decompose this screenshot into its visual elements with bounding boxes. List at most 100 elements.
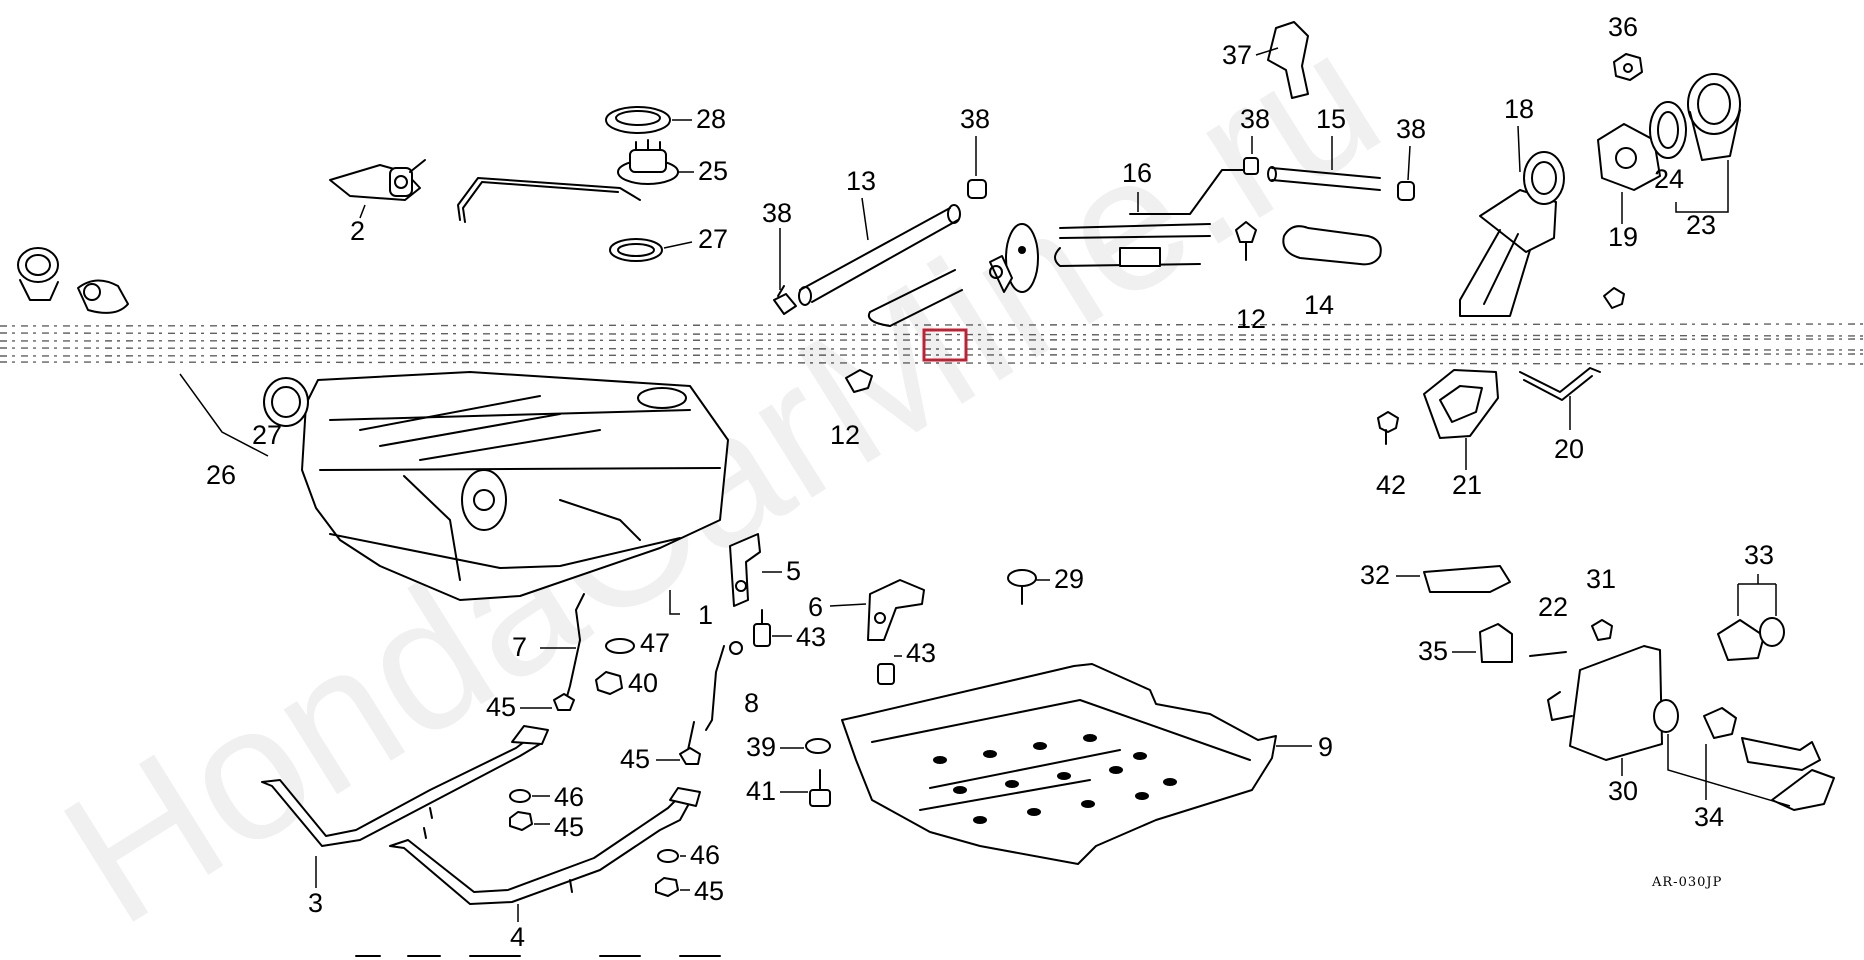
callout-7: 7 (512, 632, 527, 662)
callout-8: 8 (744, 688, 759, 718)
callout-40: 40 (628, 668, 658, 698)
highlight-box[interactable] (922, 328, 968, 362)
part-30-fuel-lid[interactable] (1547, 645, 1663, 761)
callout-45-b: 45 (554, 812, 584, 842)
part-5-bracket[interactable] (729, 533, 761, 607)
part-8-rod[interactable] (705, 641, 743, 731)
callout-39: 39 (746, 732, 776, 762)
part-42-bolt[interactable] (1377, 411, 1399, 445)
callout-45-a: 45 (486, 692, 516, 722)
part-bolt-right[interactable] (1603, 287, 1625, 309)
part-27-gasket-top[interactable] (609, 238, 663, 262)
part-22-pin[interactable] (1529, 651, 1567, 657)
callout-34: 34 (1694, 802, 1724, 832)
part-45-nut-c[interactable] (655, 877, 679, 897)
part-4-strap[interactable] (389, 787, 701, 905)
part-31-nut[interactable] (1591, 619, 1613, 641)
part-38-clamp-a[interactable] (773, 285, 797, 315)
part-1-fuel-tank[interactable] (301, 371, 729, 601)
callout-9: 9 (1318, 732, 1333, 762)
callout-29: 29 (1054, 564, 1084, 594)
part-38-clamp-d[interactable] (1397, 181, 1415, 201)
callout-20: 20 (1554, 434, 1584, 464)
part-16-pipe[interactable] (1054, 169, 1251, 267)
part-20-pipe[interactable] (1519, 367, 1601, 401)
part-46-washer-b[interactable] (657, 849, 679, 863)
part-35-clip[interactable] (1479, 623, 1513, 663)
part-36-nut[interactable] (1613, 53, 1643, 81)
part-46-washer-a[interactable] (509, 789, 531, 803)
callout-22: 22 (1538, 592, 1568, 622)
callout-18: 18 (1504, 94, 1534, 124)
part-3-strap[interactable] (261, 725, 549, 847)
callout-38-d: 38 (1396, 114, 1426, 144)
part-9-protector-plate[interactable] (841, 663, 1277, 865)
callout-46-b: 46 (690, 840, 720, 870)
part-21-bracket[interactable] (1423, 369, 1499, 439)
part-18-filler-neck[interactable] (1459, 151, 1565, 317)
callout-38-b: 38 (960, 104, 990, 134)
callout-4: 4 (510, 922, 525, 952)
part-25-fuel-gauge-unit[interactable] (617, 139, 679, 185)
part-34-key-set[interactable] (1653, 699, 1835, 811)
callout-2: 2 (350, 216, 365, 246)
callout-12-b: 12 (830, 420, 860, 450)
part-32-bracket[interactable] (1423, 565, 1511, 593)
callout-1: 1 (698, 600, 713, 630)
part-47-washer[interactable] (605, 638, 635, 654)
part-43-bolt-a[interactable] (753, 609, 771, 647)
callout-43-a: 43 (796, 622, 826, 652)
part-24-seal[interactable] (1649, 101, 1687, 159)
part-15-hose[interactable] (1267, 166, 1381, 191)
part-12-clip[interactable] (1235, 221, 1257, 261)
callout-38-c: 38 (1240, 104, 1270, 134)
callout-46-a: 46 (554, 782, 584, 812)
callout-41: 41 (746, 776, 776, 806)
callout-38-a: 38 (762, 198, 792, 228)
callout-27-tank: 27 (252, 420, 282, 450)
plate-holes (933, 734, 1177, 824)
part-flange-disc[interactable] (989, 223, 1039, 293)
part-33-lock-cylinder[interactable] (1717, 617, 1785, 661)
callout-42: 42 (1376, 470, 1406, 500)
callout-21: 21 (1452, 470, 1482, 500)
callout-27-top: 27 (698, 224, 728, 254)
callout-36: 36 (1608, 12, 1638, 42)
part-13-hose[interactable] (798, 204, 961, 306)
callout-13: 13 (846, 166, 876, 196)
callout-45-c: 45 (694, 876, 724, 906)
part-43-bolt-b[interactable] (877, 663, 895, 685)
part-7-rod[interactable] (553, 593, 585, 711)
filler-cap-part[interactable] (17, 247, 129, 314)
callout-25: 25 (698, 156, 728, 186)
part-28-lock-ring[interactable] (605, 106, 671, 134)
part-19-plate[interactable] (1597, 123, 1661, 191)
part-40-nut[interactable] (595, 671, 623, 695)
callout-47: 47 (640, 628, 670, 658)
part-37-bracket[interactable] (1267, 21, 1309, 99)
part-38-clamp-b[interactable] (967, 179, 987, 199)
callout-28: 28 (696, 104, 726, 134)
callout-19: 19 (1608, 222, 1638, 252)
part-6-bracket[interactable] (867, 579, 925, 641)
part-38-clamp-c[interactable] (1243, 157, 1259, 175)
callout-6: 6 (808, 592, 823, 622)
part-27-gasket-tank[interactable] (263, 377, 309, 427)
callout-15: 15 (1316, 104, 1346, 134)
part-29-clip[interactable] (1007, 569, 1037, 605)
part-23-fuel-cap[interactable] (1687, 73, 1741, 161)
part-12-clip-lower[interactable] (845, 369, 873, 393)
callout-12-a: 12 (1236, 304, 1266, 334)
callout-31: 31 (1586, 564, 1616, 594)
part-filler-hose[interactable] (868, 269, 963, 327)
part-2-bracket[interactable] (329, 159, 426, 201)
part-45-bolt-d[interactable] (679, 721, 701, 765)
callout-14: 14 (1304, 290, 1334, 320)
part-45-nut-b[interactable] (509, 811, 533, 831)
fuel-line-pipe[interactable] (457, 177, 641, 221)
callout-16: 16 (1122, 158, 1152, 188)
part-14-hose[interactable] (1282, 225, 1382, 266)
diagram-code: AR-030JP (1651, 875, 1722, 890)
part-41-bolt[interactable] (809, 769, 831, 807)
part-39-washer[interactable] (805, 738, 831, 754)
